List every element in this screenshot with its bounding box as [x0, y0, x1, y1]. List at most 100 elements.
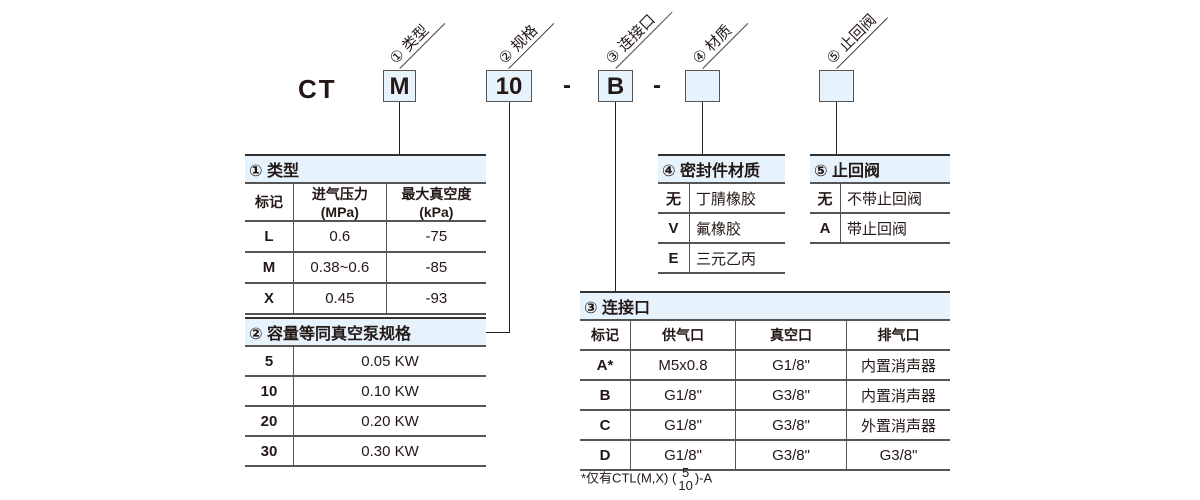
table-title: ③ 连接口: [580, 291, 950, 321]
code-box-port: B: [598, 70, 633, 102]
cell: X: [245, 283, 294, 315]
table-title: ② 容量等同真空泵规格: [245, 317, 486, 347]
code-box-type: M: [383, 70, 416, 102]
cell: L: [245, 221, 294, 253]
cell: D: [580, 440, 631, 471]
table-title: ④ 密封件材质: [658, 154, 785, 184]
label-text: 连接口: [615, 11, 659, 56]
cell: V: [658, 213, 690, 244]
cell: G3/8": [735, 440, 847, 471]
label-seal: ④ 材质: [689, 10, 749, 70]
column-header: 标记: [580, 320, 631, 351]
cell: 丁腈橡胶: [689, 183, 785, 214]
cell: B: [580, 380, 631, 411]
cell: G3/8": [846, 440, 950, 471]
fraction-bottom: 10: [678, 478, 693, 493]
cell: 5: [245, 346, 294, 377]
footnote-text: *仅有CTL(M,X) (: [581, 470, 677, 486]
column-header: 进气压力(MPa): [293, 183, 387, 222]
code-box-size: 10: [486, 70, 532, 102]
cell: 内置消声器: [846, 380, 950, 411]
cell: E: [658, 243, 690, 274]
label-port: ③ 连接口: [602, 0, 673, 69]
cell: 20: [245, 406, 294, 437]
cell: 0.10 KW: [293, 376, 486, 407]
label-type: ① 类型: [386, 10, 446, 70]
fraction-top: 5: [681, 465, 690, 480]
cell: G1/8": [630, 440, 736, 471]
cell: G1/8": [630, 380, 736, 411]
cell: 0.45: [293, 283, 387, 315]
cell: 10: [245, 376, 294, 407]
cell: G1/8": [630, 410, 736, 441]
label-size: ② 规格: [495, 10, 555, 70]
cell: 氟橡胶: [689, 213, 785, 244]
cell: -75: [386, 221, 486, 253]
connector-line: [615, 102, 616, 291]
label-valve: ⑤ 止回阀: [823, 4, 888, 70]
cell: M: [245, 252, 294, 284]
column-header: 最大真空度(kPa): [386, 183, 486, 222]
connector-line: [702, 102, 703, 154]
cell: M5x0.8: [630, 350, 736, 381]
cell: C: [580, 410, 631, 441]
cell: G1/8": [735, 350, 847, 381]
cell: 0.38~0.6: [293, 252, 387, 284]
cell: 内置消声器: [846, 350, 950, 381]
column-header: 标记: [245, 183, 294, 222]
cell: 外置消声器: [846, 410, 950, 441]
cell: 无: [658, 183, 690, 214]
cell: 带止回阀: [840, 213, 950, 244]
table-row: 无丁腈橡胶: [658, 183, 785, 214]
label-text: 止回阀: [836, 11, 880, 56]
cell: -93: [386, 283, 486, 315]
cell: 无: [810, 183, 841, 214]
cell: 0.6: [293, 221, 387, 253]
connector-line: [836, 102, 837, 154]
label-text: 规格: [508, 21, 542, 56]
cell: 0.20 KW: [293, 406, 486, 437]
separator: -: [653, 72, 661, 99]
code-box-valve: [819, 70, 854, 102]
table-title: ① 类型: [245, 154, 486, 184]
column-header: 真空口: [735, 320, 847, 351]
footnote-text: )-A: [694, 470, 713, 486]
code-box-seal: [685, 70, 720, 102]
connector-line: [486, 332, 510, 333]
label-text: 类型: [399, 21, 433, 56]
cell: G3/8": [735, 380, 847, 411]
label-text: 材质: [702, 21, 736, 56]
cell: 30: [245, 436, 294, 467]
separator: -: [563, 72, 571, 99]
cell: 0.05 KW: [293, 346, 486, 377]
cell: -85: [386, 252, 486, 284]
code-prefix: CT: [298, 74, 337, 104]
table-row: 无不带止回阀: [810, 183, 950, 214]
cell: A*: [580, 350, 631, 381]
cell: G3/8": [735, 410, 847, 441]
connector-line: [399, 102, 400, 154]
connector-line: [509, 102, 510, 333]
cell: 三元乙丙: [689, 243, 785, 274]
column-header: 排气口: [846, 320, 950, 351]
